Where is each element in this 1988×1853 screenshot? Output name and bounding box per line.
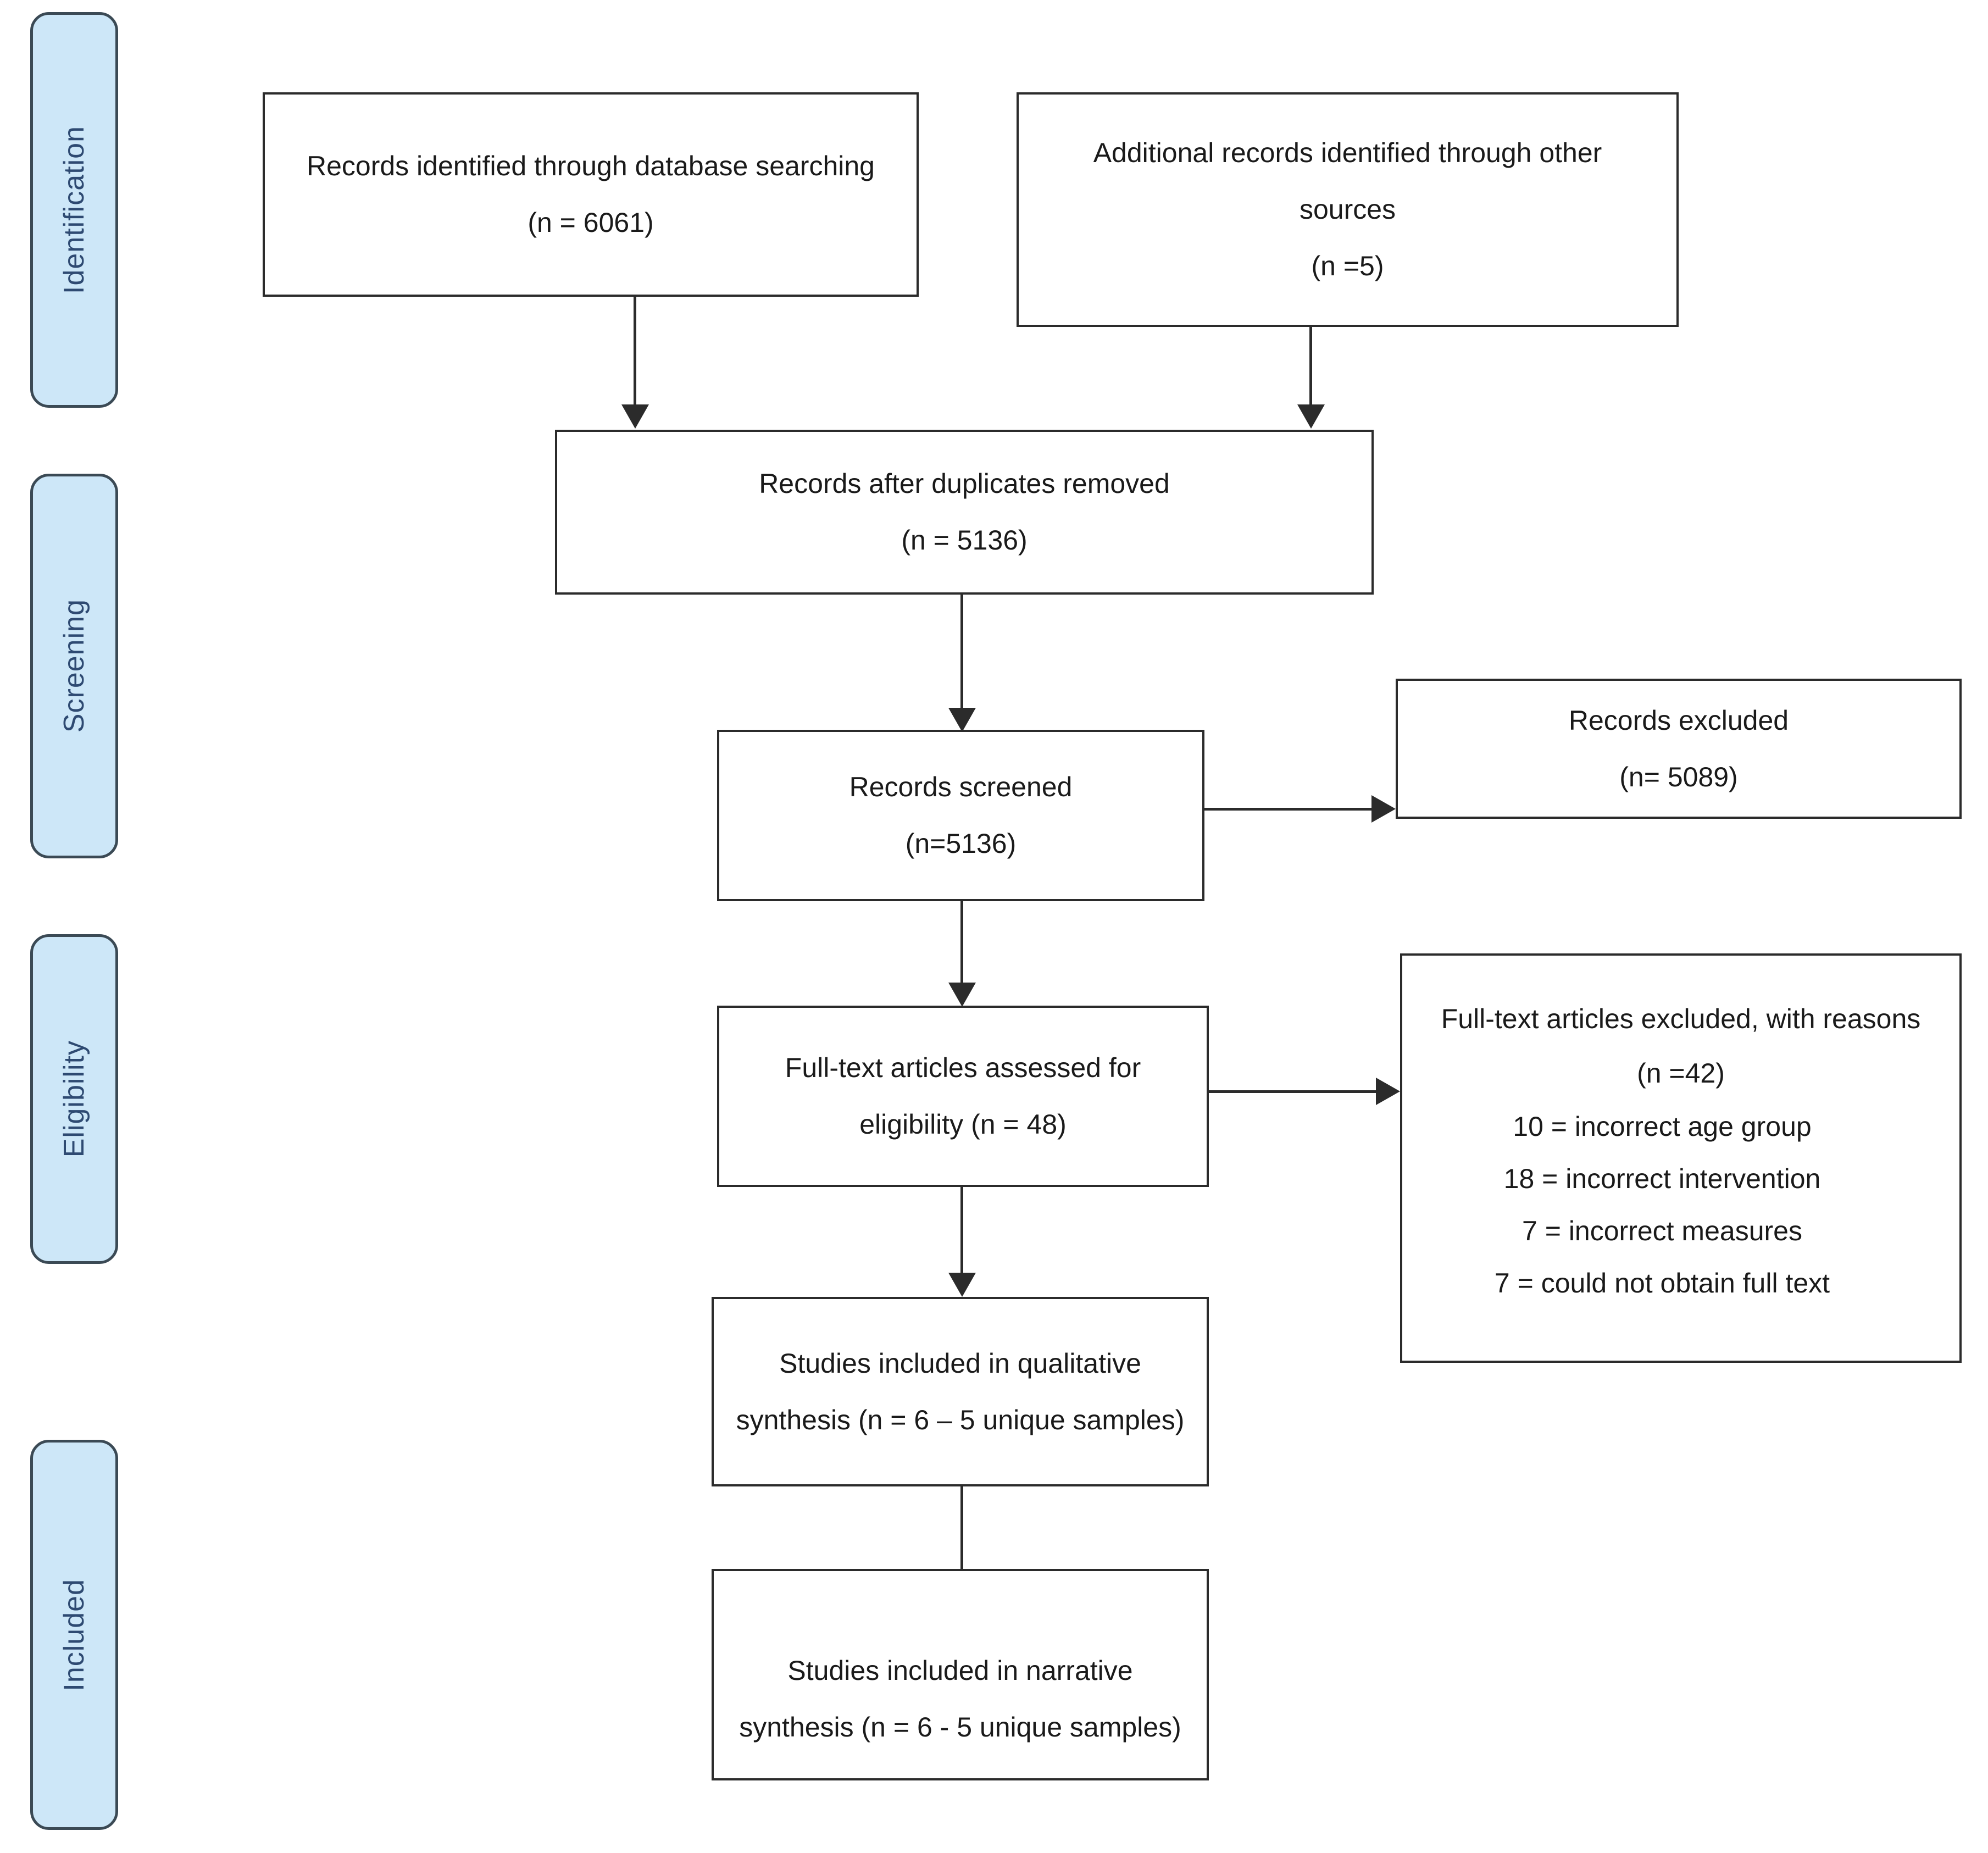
arrowhead-screened-to-fulltext — [948, 983, 976, 1007]
box-database-search: Records identified through database sear… — [263, 92, 919, 297]
arrowhead-fulltext-to-qualitative — [948, 1273, 976, 1297]
connector-screened-to-fulltext — [960, 901, 963, 984]
arrowhead-other-sources-to-duplicates — [1297, 404, 1325, 429]
fulltext-excluded-reason-4: 7 = could not obtain full text — [1494, 1268, 1830, 1299]
fulltext-excluded-count: (n =42) — [1637, 1058, 1725, 1089]
records-excluded-line-1: Records excluded — [1568, 704, 1789, 736]
connector-qualitative-to-narrative — [960, 1486, 963, 1632]
arrowhead-duplicates-to-screened — [948, 708, 976, 732]
stage-pill-screening: Screening — [30, 474, 118, 858]
narrative-synthesis-line-1: Studies included in narrative — [787, 1655, 1133, 1686]
connector-other-sources-to-duplicates — [1309, 327, 1312, 407]
connector-duplicates-to-screened — [960, 595, 963, 710]
narrative-synthesis-line-2: synthesis (n = 6 - 5 unique samples) — [739, 1711, 1181, 1743]
qualitative-synthesis-line-2: synthesis (n = 6 – 5 unique samples) — [736, 1404, 1185, 1435]
database-search-count: (n = 6061) — [527, 207, 654, 238]
box-records-excluded: Records excluded (n= 5089) — [1396, 679, 1962, 819]
connector-fulltext-to-excluded — [1209, 1090, 1377, 1093]
connector-database-to-duplicates — [634, 297, 636, 407]
box-narrative-synthesis: Studies included in narrative synthesis … — [712, 1569, 1209, 1780]
fulltext-excluded-reason-2: 18 = incorrect intervention — [1503, 1163, 1821, 1194]
fulltext-excluded-reason-3: 7 = incorrect measures — [1522, 1216, 1802, 1246]
connector-fulltext-to-qualitative — [960, 1187, 963, 1275]
duplicates-removed-line-1: Records after duplicates removed — [759, 468, 1170, 499]
fulltext-excluded-reason-1: 10 = incorrect age group — [1513, 1111, 1812, 1142]
box-qualitative-synthesis: Studies included in qualitative synthesi… — [712, 1297, 1209, 1486]
stage-pill-identification: Identification — [30, 12, 118, 408]
records-screened-count: (n=5136) — [905, 828, 1017, 859]
stage-label-identification: Identification — [58, 126, 90, 294]
other-sources-count: (n =5) — [1311, 251, 1384, 281]
stage-label-screening: Screening — [58, 599, 90, 733]
arrowhead-screened-to-excluded — [1371, 795, 1396, 823]
arrowhead-database-to-duplicates — [621, 404, 649, 429]
other-sources-line-2: sources — [1299, 194, 1396, 225]
stage-pill-included: Included — [30, 1440, 118, 1830]
duplicates-removed-count: (n = 5136) — [901, 525, 1028, 556]
records-screened-line-1: Records screened — [849, 772, 1073, 802]
fulltext-excluded-line-1: Full-text articles excluded, with reason… — [1441, 1003, 1921, 1034]
box-duplicates-removed: Records after duplicates removed (n = 51… — [555, 430, 1374, 595]
qualitative-synthesis-line-1: Studies included in qualitative — [779, 1347, 1141, 1379]
stage-label-included: Included — [58, 1578, 90, 1691]
connector-screened-to-excluded — [1204, 808, 1373, 811]
box-fulltext-excluded-reasons: Full-text articles excluded, with reason… — [1400, 953, 1962, 1363]
records-excluded-count: (n= 5089) — [1619, 761, 1738, 792]
box-fulltext-assessed: Full-text articles assessed for eligibil… — [717, 1006, 1209, 1187]
box-records-screened: Records screened (n=5136) — [717, 730, 1204, 901]
box-other-sources: Additional records identified through ot… — [1017, 92, 1679, 327]
fulltext-assessed-count: eligibility (n = 48) — [859, 1109, 1067, 1140]
fulltext-assessed-line-1: Full-text articles assessed for — [785, 1052, 1141, 1083]
stage-label-eligibility: Eligibility — [58, 1040, 90, 1158]
stage-pill-eligibility: Eligibility — [30, 934, 118, 1264]
arrowhead-fulltext-to-excluded — [1376, 1078, 1400, 1105]
database-search-line-1: Records identified through database sear… — [306, 151, 875, 181]
other-sources-line-1: Additional records identified through ot… — [1093, 137, 1602, 168]
